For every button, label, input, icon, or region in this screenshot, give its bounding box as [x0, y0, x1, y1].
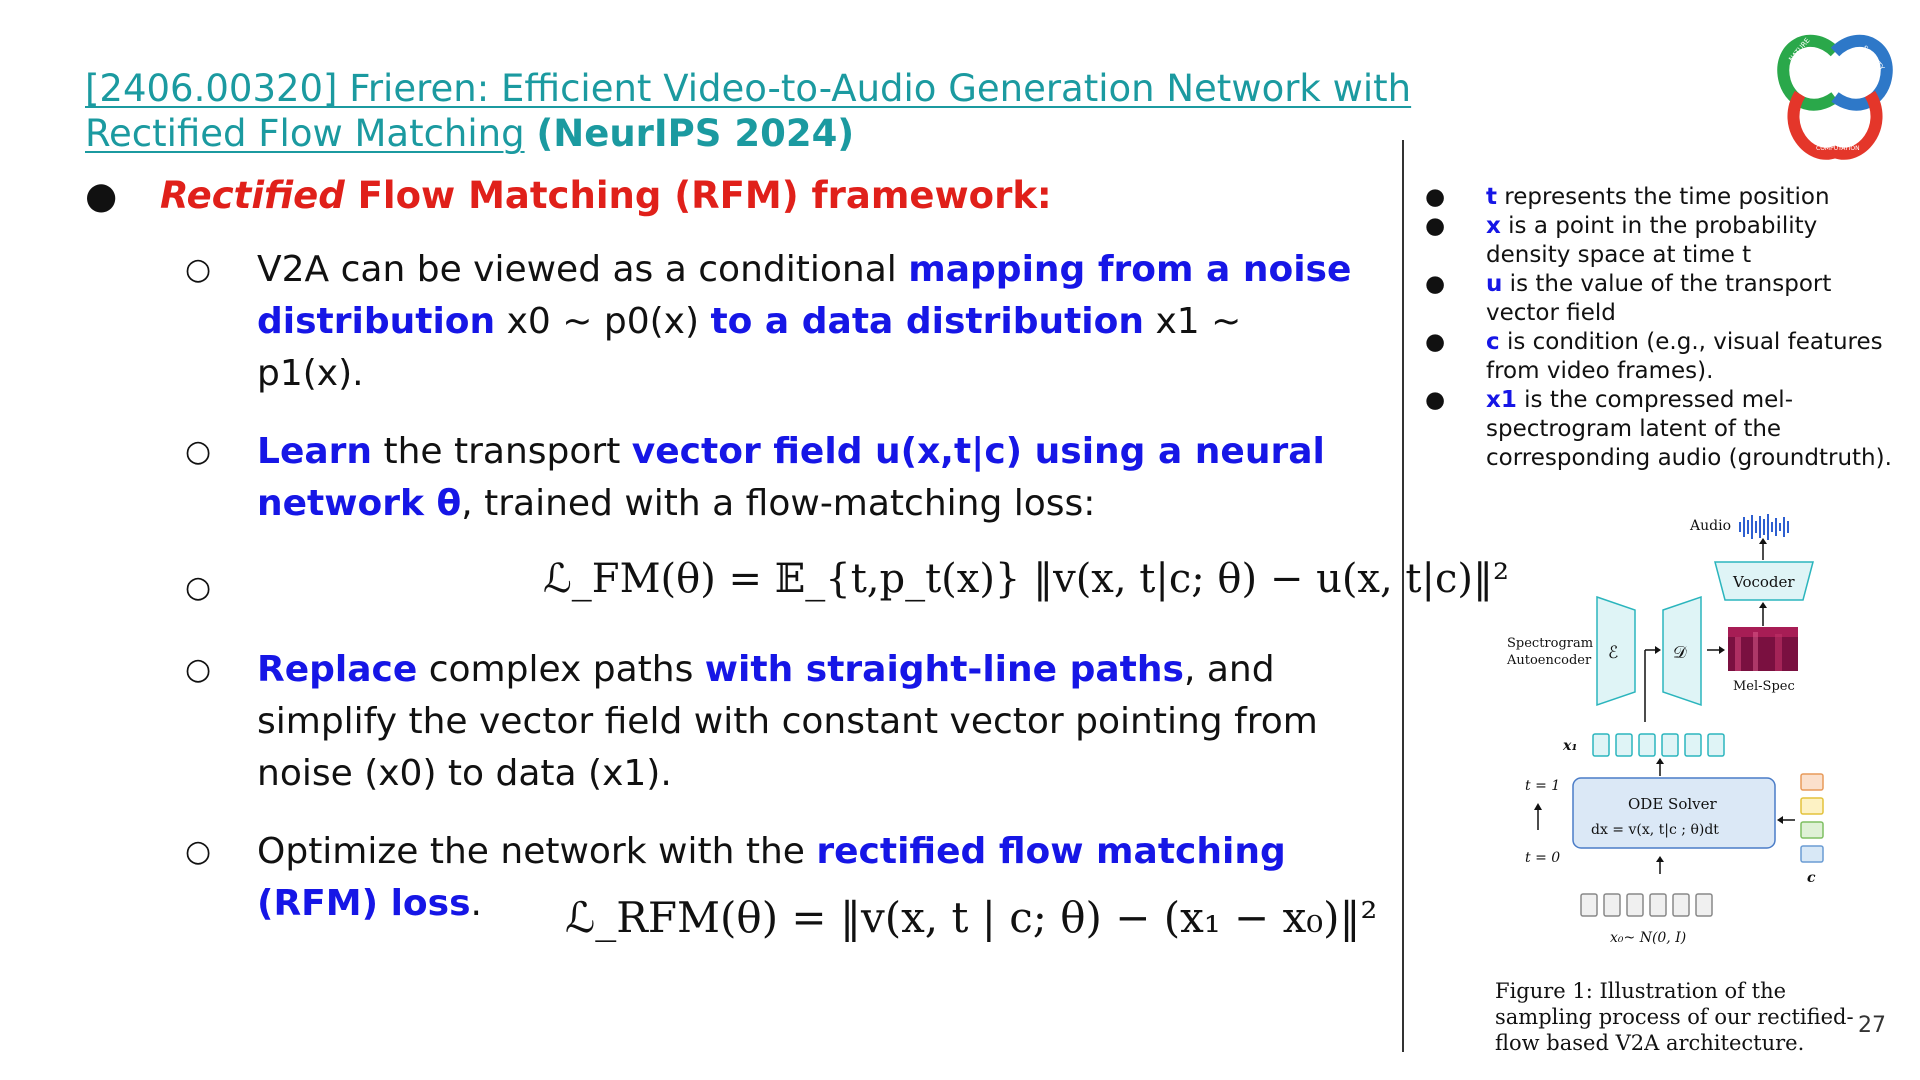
audio-label: Audio: [1689, 518, 1731, 534]
slide-title: [2406.00320] Frieren: Efficient Video-to…: [85, 66, 1555, 156]
sub-bullet-optimize: ○ Optimize the network with the rectifie…: [85, 826, 1357, 930]
audio-waveform: [1739, 514, 1789, 540]
svg-text:Autoencoder: Autoencoder: [1506, 653, 1592, 668]
decoder-block: [1662, 595, 1702, 707]
side-note-t: ●t represents the time position: [1425, 184, 1830, 210]
encoder-block: [1596, 595, 1636, 707]
sub-bullet-replace: ○ Replace complex paths with straight-li…: [85, 644, 1357, 800]
side-note-c: ●c is condition (e.g., visual features f…: [1425, 329, 1883, 384]
hollow-bullet: ○: [185, 652, 212, 687]
svg-text:t = 0: t = 0: [1525, 850, 1560, 866]
ode-solver-box: [1572, 777, 1776, 849]
main-content: ● Rectified Flow Matching (RFM) framewor…: [85, 170, 1509, 956]
svg-text:COMPUTATION: COMPUTATION: [1816, 145, 1860, 152]
fm-loss-equation: ℒ_FM(θ) = 𝔼_{t,p_t(x)} ‖v(x, t|c; θ) − u…: [543, 556, 1510, 602]
vertical-divider: [1402, 140, 1404, 1052]
side-note-u: ●u is the value of the transport vector …: [1425, 271, 1832, 326]
svg-text:c: c: [1807, 870, 1816, 886]
paper-link[interactable]: [2406.00320] Frieren: Efficient Video-to…: [85, 67, 1412, 155]
vocoder-box: [1714, 561, 1814, 601]
venue-label: (NeurIPS 2024): [536, 112, 855, 155]
sub-bullet-mapping: ○ V2A can be viewed as a conditional map…: [85, 244, 1357, 400]
x1-latent-row: [1592, 733, 1725, 757]
hollow-bullet: ○: [185, 570, 212, 605]
condition-blocks: [1800, 773, 1824, 863]
main-bullet: ● Rectified Flow Matching (RFM) framewor…: [85, 170, 1385, 222]
architecture-figure: Audio Vocoder Spectrogram Autoencoder ℰ …: [1506, 514, 1824, 946]
figure-caption: Figure 1: Illustration of the sampling p…: [1495, 979, 1854, 1055]
svg-text:ℰ: ℰ: [1608, 643, 1618, 663]
side-note-x: ●x is a point in the probability density…: [1425, 213, 1818, 268]
side-notes: ●t represents the time position ●x is a …: [1420, 183, 1900, 473]
svg-text:dx = v(x, t|c ; θ)dt: dx = v(x, t|c ; θ)dt: [1591, 822, 1719, 838]
svg-text:Spectrogram: Spectrogram: [1507, 636, 1593, 651]
hollow-bullet: ○: [185, 434, 212, 469]
svg-text:Mel-Spec: Mel-Spec: [1733, 679, 1795, 694]
hollow-bullet: ○: [185, 834, 212, 869]
equation-row-fm: ○ ℒ_FM(θ) = 𝔼_{t,p_t(x)} ‖v(x, t|c; θ) −…: [85, 556, 1509, 626]
bullet-dot: ●: [85, 174, 118, 217]
side-note-x1: ●x1 is the compressed mel-spectrogram la…: [1425, 387, 1892, 471]
rfm-loss-equation: ℒ_RFM(θ) = ‖v(x, t | c; θ) − (x₁ − x₀)‖²: [565, 893, 1378, 942]
svg-text:x₁: x₁: [1562, 738, 1577, 754]
svg-text:ODE Solver: ODE Solver: [1628, 795, 1717, 813]
svg-text:𝒟: 𝒟: [1673, 643, 1687, 663]
x0-noise-row: [1580, 893, 1713, 917]
hollow-bullet: ○: [185, 252, 212, 287]
sub-bullet-learn: ○ Learn the transport vector field u(x,t…: [85, 426, 1357, 530]
page-number: 27: [1858, 1013, 1886, 1038]
nature-society-computation-logo: NATURE SOCIETY COMPUTATION: [1777, 34, 1893, 160]
mel-spectrogram-image: [1728, 627, 1798, 671]
vocoder-label: Vocoder: [1732, 573, 1795, 591]
svg-text:x₀~ N(0, I): x₀~ N(0, I): [1610, 930, 1686, 946]
svg-text:t = 1: t = 1: [1525, 778, 1560, 794]
